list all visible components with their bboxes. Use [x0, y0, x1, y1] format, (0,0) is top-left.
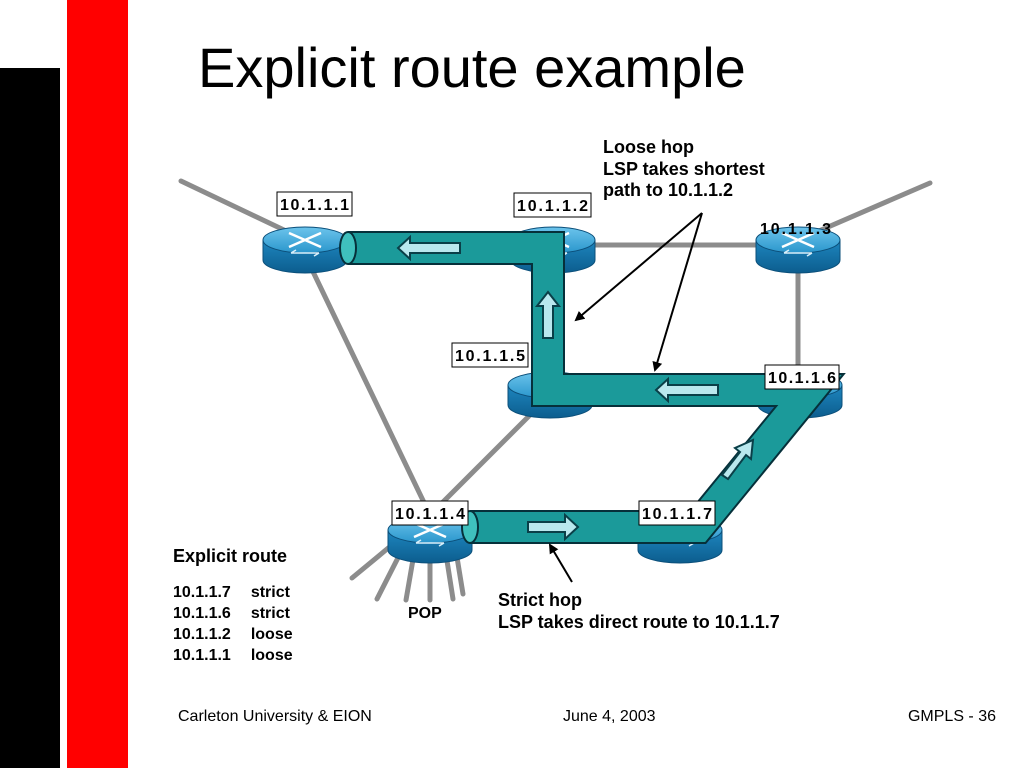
- label-box-r1: [276, 191, 353, 217]
- router-icon: [755, 226, 841, 274]
- node-label-r7: 10.1.1.7: [642, 506, 712, 523]
- route-mode: loose: [250, 626, 293, 643]
- node-label-r1: 10.1.1.1: [280, 197, 349, 214]
- route-mode: strict: [250, 584, 290, 601]
- router-icon: [262, 226, 348, 274]
- sidebar-black-bar: [0, 68, 60, 768]
- strict-hop-line: LSP takes direct route to 10.1.1.7: [498, 611, 780, 632]
- direction-arrow-right-icon: [527, 512, 580, 542]
- route-address: 10.1.1.7: [173, 584, 231, 601]
- loose-hop-line: Loose hop: [603, 137, 694, 157]
- loose-hop-arrow-a: [574, 212, 703, 322]
- direction-arrow-left-icon: [654, 376, 719, 404]
- label-box-r4: [391, 500, 469, 526]
- node-label-r2: 10.1.1.2: [517, 198, 588, 215]
- label-box-r6: [764, 364, 840, 390]
- route-mode: strict: [250, 605, 290, 622]
- sidebar-red-bar: [67, 0, 128, 768]
- label-box-r2: [513, 192, 592, 218]
- footer-organization: Carleton University & EION: [178, 708, 372, 725]
- route-row: 10.1.1.2 loose: [173, 625, 313, 646]
- loose-hop-line: path to 10.1.1.2: [603, 180, 734, 201]
- route-address: 10.1.1.6: [173, 605, 231, 622]
- route-mode: loose: [250, 647, 293, 664]
- route-row: 10.1.1.1 loose: [173, 646, 313, 667]
- strict-hop-arrow: [548, 543, 573, 583]
- loose-hop-line: LSP takes shortest: [603, 158, 765, 179]
- direction-arrow-up-icon: [720, 438, 755, 481]
- slide-title: Explicit route example: [198, 36, 746, 99]
- label-box-r7: [638, 500, 716, 526]
- tunnel-end-cap: [339, 231, 357, 265]
- strict-hop-note: Strict hop LSP takes direct route to 10.…: [498, 590, 780, 633]
- node-labels: 10.1.1.1 10.1.1.2 10.1.1.3 10.1.1.5 10.1…: [276, 191, 840, 526]
- footer-page-number: GMPLS - 36: [907, 708, 996, 725]
- route-address: 10.1.1.2: [173, 626, 231, 643]
- explicit-route-title: Explicit route: [173, 546, 288, 566]
- lsp-tunnel: [339, 231, 846, 544]
- node-label-r4: 10.1.1.4: [395, 506, 465, 523]
- direction-arrow-left-icon: [396, 234, 461, 262]
- explicit-route-table: 10.1.1.7 strict 10.1.1.6 strict 10.1.1.2…: [173, 583, 313, 667]
- node-label-r6: 10.1.1.6: [768, 370, 836, 387]
- annotation-arrows: [548, 212, 703, 583]
- link-1-4: [302, 252, 433, 518]
- pop-label: POP: [408, 605, 442, 622]
- node-label-r5: 10.1.1.5: [455, 348, 525, 365]
- footer-date: June 4, 2003: [563, 708, 656, 725]
- tunnel-arrows: [396, 234, 755, 542]
- strict-hop-line: Strict hop: [498, 590, 582, 610]
- direction-arrow-up-icon: [534, 290, 562, 339]
- label-box-r5: [451, 342, 529, 368]
- route-row: 10.1.1.6 strict: [173, 604, 313, 625]
- node-label-r3: 10.1.1.3: [760, 221, 831, 238]
- route-address: 10.1.1.1: [173, 647, 231, 664]
- loose-hop-note: Loose hop LSP takes shortest path to 10.…: [603, 137, 765, 202]
- route-row: 10.1.1.7 strict: [173, 583, 313, 604]
- loose-hop-arrow-b: [652, 212, 703, 372]
